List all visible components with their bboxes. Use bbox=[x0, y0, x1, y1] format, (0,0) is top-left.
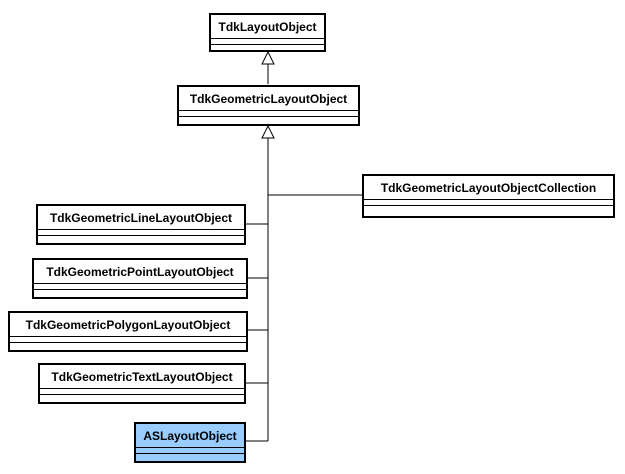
class-attributes-compartment bbox=[38, 230, 244, 236]
class-name: TdkGeometricLineLayoutObject bbox=[38, 206, 244, 230]
class-operations-compartment bbox=[40, 395, 244, 401]
class-box-tdk-geometric-layout-object-collection: TdkGeometricLayoutObjectCollection bbox=[362, 174, 615, 218]
class-operations-compartment bbox=[179, 117, 358, 123]
class-box-as-layout-object: ASLayoutObject bbox=[134, 422, 246, 463]
inheritance-arrowhead-geometric-layout-object bbox=[261, 124, 275, 139]
class-box-tdk-geometric-point-layout-object: TdkGeometricPointLayoutObject bbox=[32, 258, 248, 299]
class-operations-compartment bbox=[10, 343, 246, 349]
class-name: ASLayoutObject bbox=[136, 424, 244, 448]
class-attributes-compartment bbox=[211, 39, 324, 45]
class-attributes-compartment bbox=[364, 200, 613, 206]
class-operations-compartment bbox=[211, 45, 324, 51]
class-name: TdkGeometricLayoutObjectCollection bbox=[364, 176, 613, 200]
class-name: TdkGeometricPointLayoutObject bbox=[34, 260, 246, 284]
class-box-tdk-geometric-polygon-layout-object: TdkGeometricPolygonLayoutObject bbox=[8, 311, 248, 352]
class-operations-compartment bbox=[38, 236, 244, 242]
class-attributes-compartment bbox=[40, 389, 244, 395]
class-box-tdk-layout-object: TdkLayoutObject bbox=[209, 13, 326, 52]
class-name: TdkGeometricTextLayoutObject bbox=[40, 365, 244, 389]
class-box-tdk-geometric-text-layout-object: TdkGeometricTextLayoutObject bbox=[38, 363, 246, 404]
class-box-tdk-geometric-layout-object: TdkGeometricLayoutObject bbox=[177, 85, 360, 126]
class-name: TdkGeometricPolygonLayoutObject bbox=[10, 313, 246, 337]
class-attributes-compartment bbox=[10, 337, 246, 343]
class-operations-compartment bbox=[34, 290, 246, 296]
class-attributes-compartment bbox=[179, 111, 358, 117]
class-attributes-compartment bbox=[34, 284, 246, 290]
class-name: TdkLayoutObject bbox=[211, 15, 324, 39]
inheritance-arrowhead-layout-object bbox=[261, 50, 275, 65]
class-operations-compartment bbox=[364, 206, 613, 212]
class-attributes-compartment bbox=[136, 448, 244, 454]
class-name: TdkGeometricLayoutObject bbox=[179, 87, 358, 111]
class-box-tdk-geometric-line-layout-object: TdkGeometricLineLayoutObject bbox=[36, 204, 246, 245]
class-operations-compartment bbox=[136, 454, 244, 460]
